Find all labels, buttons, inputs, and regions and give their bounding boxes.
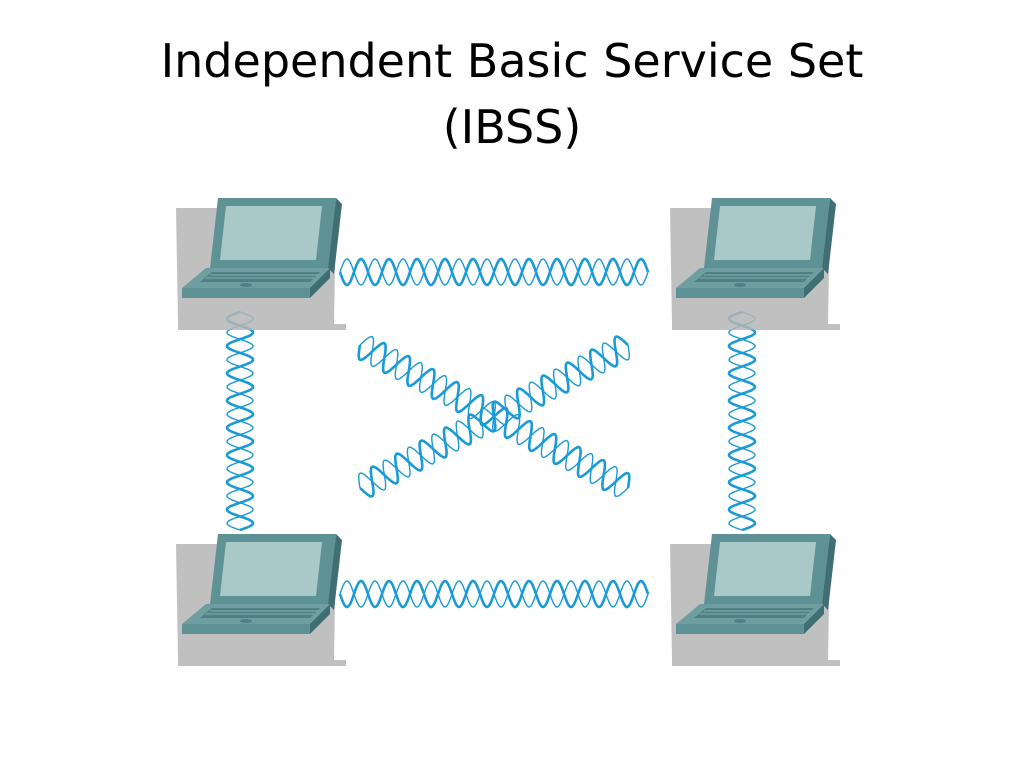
wireless-links	[225, 257, 757, 609]
title-line-1: Independent Basic Service Set	[160, 34, 864, 88]
wave-strand	[357, 342, 631, 491]
laptop-bottom-left	[175, 533, 347, 667]
laptop-icon	[175, 533, 347, 667]
laptop-top-left	[175, 197, 347, 331]
wave-strand	[728, 311, 756, 531]
laptop-icon	[669, 533, 841, 667]
wave-strand	[339, 580, 649, 608]
laptop-bottom-right	[669, 533, 841, 667]
wireless-link-bottom-left-to-bottom-right	[338, 579, 650, 609]
page-title: Independent Basic Service Set (IBSS)	[0, 28, 1024, 160]
wireless-link-top-left-to-top-right	[338, 257, 650, 287]
laptop-icon	[175, 197, 347, 331]
laptop-icon	[669, 197, 841, 331]
laptop-top-right	[669, 197, 841, 331]
wave-strand	[226, 311, 254, 531]
wave-strand	[339, 258, 649, 286]
title-line-2: (IBSS)	[442, 100, 582, 154]
wireless-link-top-left-to-bottom-left	[225, 310, 255, 532]
wireless-link-top-right-to-bottom-right	[727, 310, 757, 532]
wireless-link-top-right-to-bottom-left	[357, 335, 631, 498]
